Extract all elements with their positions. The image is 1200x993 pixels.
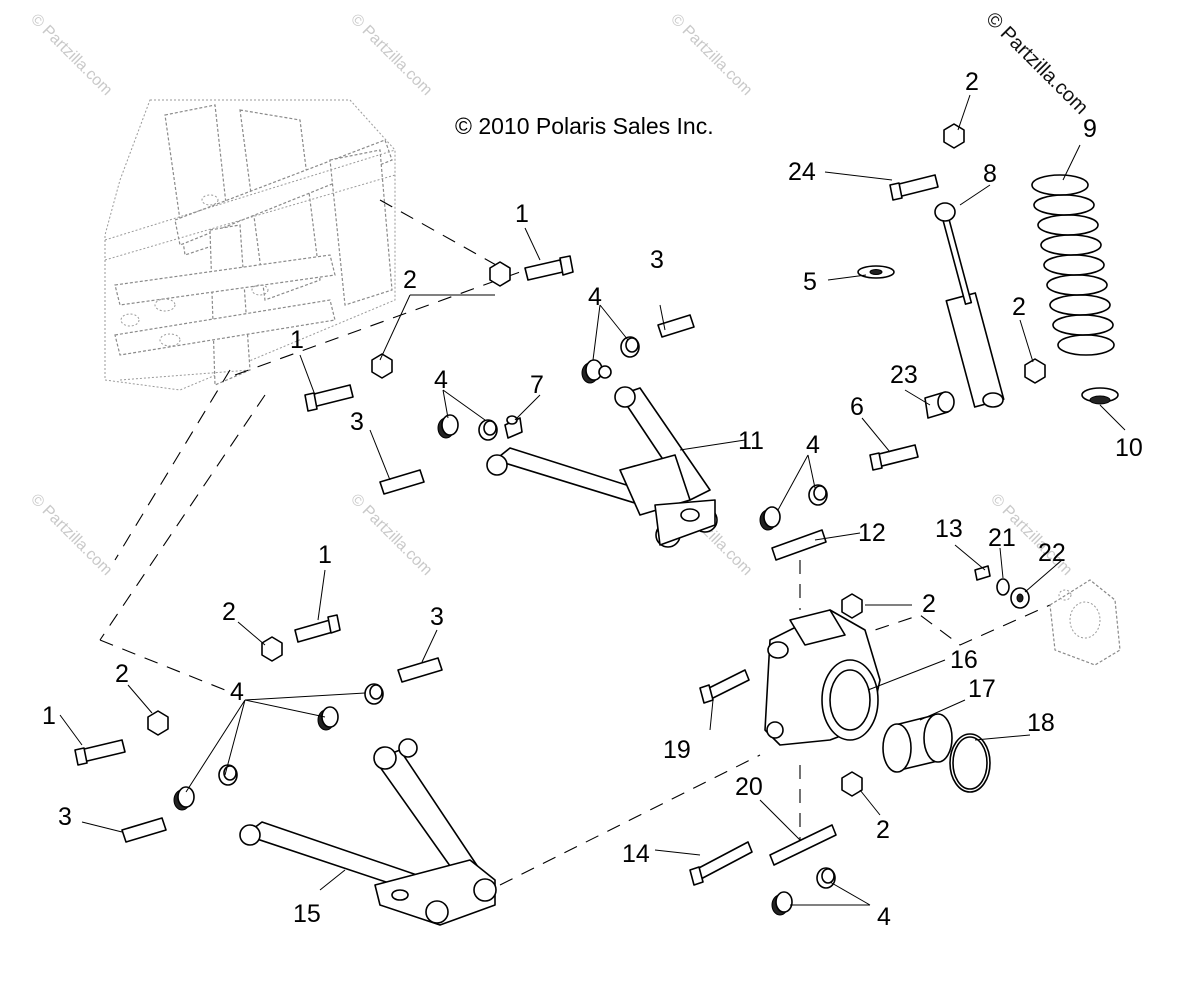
callout-18: 18 [1027, 709, 1055, 737]
callout-14: 14 [622, 840, 650, 868]
spring [1031, 174, 1115, 356]
callout-8: 8 [983, 160, 997, 188]
bearing [882, 713, 953, 773]
washers [996, 578, 1030, 609]
callout-2: 2 [965, 68, 979, 96]
callout-4: 4 [588, 283, 602, 311]
callout-2: 2 [1012, 293, 1026, 321]
callout-3: 3 [350, 408, 364, 436]
callout-1: 1 [318, 541, 332, 569]
callout-22: 22 [1038, 539, 1066, 567]
upper-a-arm [486, 386, 718, 548]
callout-10: 10 [1115, 434, 1143, 462]
grease-fitting [504, 415, 523, 439]
copyright-text: © 2010 Polaris Sales Inc. [455, 113, 714, 139]
callout-20: 20 [735, 773, 763, 801]
callout-21: 21 [988, 524, 1016, 552]
callout-1: 1 [290, 326, 304, 354]
watermark: © Partzilla.com [347, 491, 435, 579]
lower-a-arm [239, 738, 497, 926]
callout-5: 5 [803, 268, 817, 296]
callout-2: 2 [222, 598, 236, 626]
brake-caliper [1049, 579, 1121, 666]
callout-13: 13 [935, 515, 963, 543]
callout-19: 19 [663, 736, 691, 764]
callout-2: 2 [115, 660, 129, 688]
watermark: © Partzilla.com [347, 11, 435, 99]
callout-9: 9 [1083, 115, 1097, 143]
callout-3: 3 [650, 246, 664, 274]
callout-17: 17 [968, 675, 996, 703]
bolts [74, 174, 991, 886]
bearing-carrier [764, 609, 881, 746]
spring-retainer [1081, 387, 1119, 405]
retainer-washer [857, 265, 895, 279]
watermark: © Partzilla.com [667, 11, 755, 99]
callout-11: 11 [738, 427, 764, 455]
callout-1: 1 [42, 702, 56, 730]
callout-12: 12 [858, 519, 886, 547]
callout-3: 3 [430, 603, 444, 631]
callouts: 1 1 1 1 2 2 2 2 2 2 2 3 3 3 3 4 4 4 4 4 … [42, 68, 1143, 931]
callout-16: 16 [950, 646, 978, 674]
callout-6: 6 [850, 393, 864, 421]
assembly-lines [99, 199, 1051, 886]
callout-4: 4 [434, 366, 448, 394]
callout-23: 23 [890, 361, 918, 389]
watermark-main: © Partzilla.com [981, 8, 1092, 119]
callout-24: 24 [788, 158, 816, 186]
callout-2: 2 [403, 266, 417, 294]
snap-ring [949, 733, 991, 793]
callout-1: 1 [515, 200, 529, 228]
watermark: © Partzilla.com [27, 491, 115, 579]
spacer [924, 391, 955, 419]
callout-15: 15 [293, 900, 321, 928]
leader-lines [59, 94, 1126, 906]
callout-3: 3 [58, 803, 72, 831]
callout-4: 4 [877, 903, 891, 931]
callout-2: 2 [922, 590, 936, 618]
shock [934, 202, 1005, 408]
callout-7: 7 [530, 371, 544, 399]
frame-icon [104, 99, 396, 391]
watermark: © Partzilla.com [27, 11, 115, 99]
nuts [147, 123, 1046, 797]
callout-4: 4 [806, 431, 820, 459]
pivot-tubes [121, 314, 837, 866]
callout-2: 2 [876, 816, 890, 844]
bushings [173, 336, 836, 916]
callout-4: 4 [230, 678, 244, 706]
